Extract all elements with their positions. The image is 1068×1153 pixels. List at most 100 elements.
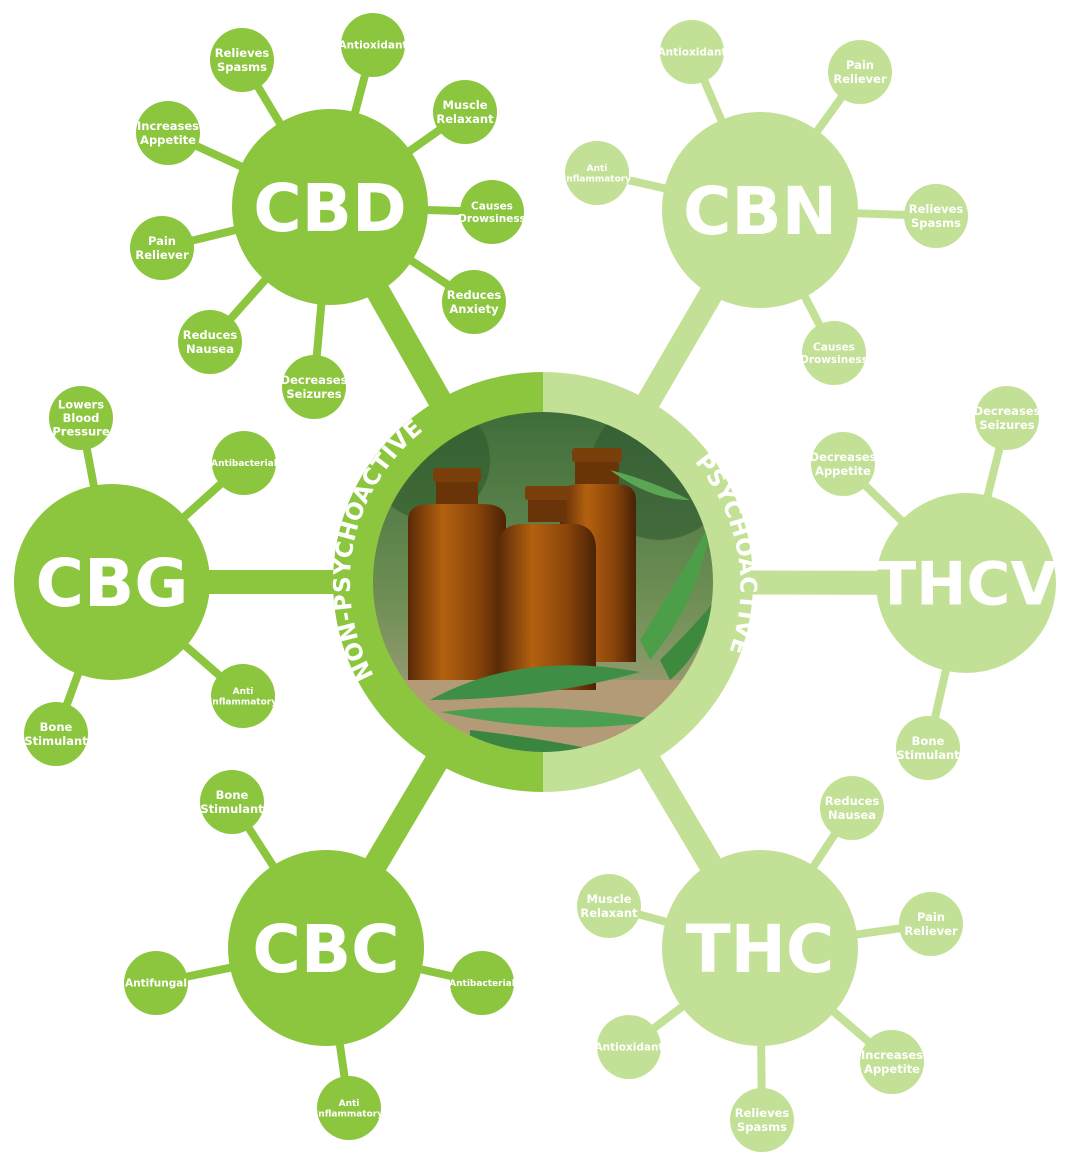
hub-thc: THC [662,850,858,1046]
hub-circle [232,109,428,305]
effect-circle [212,431,276,495]
effect-circle [136,101,200,165]
effect-cbn-antioxidant: Antioxidant [658,20,727,84]
effect-circle [341,13,405,77]
effect-circle [433,80,497,144]
hub-label: THC [686,911,835,988]
effect-label: Antifungal [125,978,187,990]
effect-circle [450,951,514,1015]
effect-circle [597,1015,661,1079]
effect-circle [828,40,892,104]
effect-circle [24,702,88,766]
hub-cbn: CBN [662,112,858,308]
effect-circle [210,28,274,92]
hub-cbg: CBG [14,484,210,680]
hub-label: CBD [253,170,407,247]
effect-thc-antioxidant: Antioxidant [595,1015,663,1079]
effect-circle [178,310,242,374]
hub-circle [14,484,210,680]
effect-label: Antibacterial [449,979,515,989]
effect-label: Antioxidant [658,47,727,59]
hub-thcv: THCV [875,493,1057,673]
hub-cbd: CBD [232,109,428,305]
hub-circle [876,493,1056,673]
hub-circle [662,850,858,1046]
hub-label: CBG [36,545,189,622]
effect-circle [820,776,884,840]
effect-circle [49,386,113,450]
effect-circle [860,1030,924,1094]
effect-circle [899,892,963,956]
effect-cbd-antioxidant: Antioxidant [339,13,408,77]
effect-cbg-antibacterial: Antibacterial [211,431,277,495]
effect-circle [975,386,1039,450]
effect-circle [896,716,960,780]
effect-circle [124,951,188,1015]
effect-circle [130,216,194,280]
effect-circle [317,1076,381,1140]
effect-label: Antibacterial [211,459,277,469]
hub-label: THCV [875,550,1057,620]
effect-circle [200,770,264,834]
effect-circle [282,355,346,419]
effect-label: Antioxidant [339,40,408,52]
effect-circle [660,20,724,84]
effect-circle [577,874,641,938]
effect-circle [802,321,866,385]
effect-circle [904,184,968,248]
effect-circle [211,664,275,728]
effect-cbc-antifungal: Antifungal [124,951,188,1015]
effect-circle [460,180,524,244]
effect-circle [442,270,506,334]
hub-label: CBN [683,173,837,250]
